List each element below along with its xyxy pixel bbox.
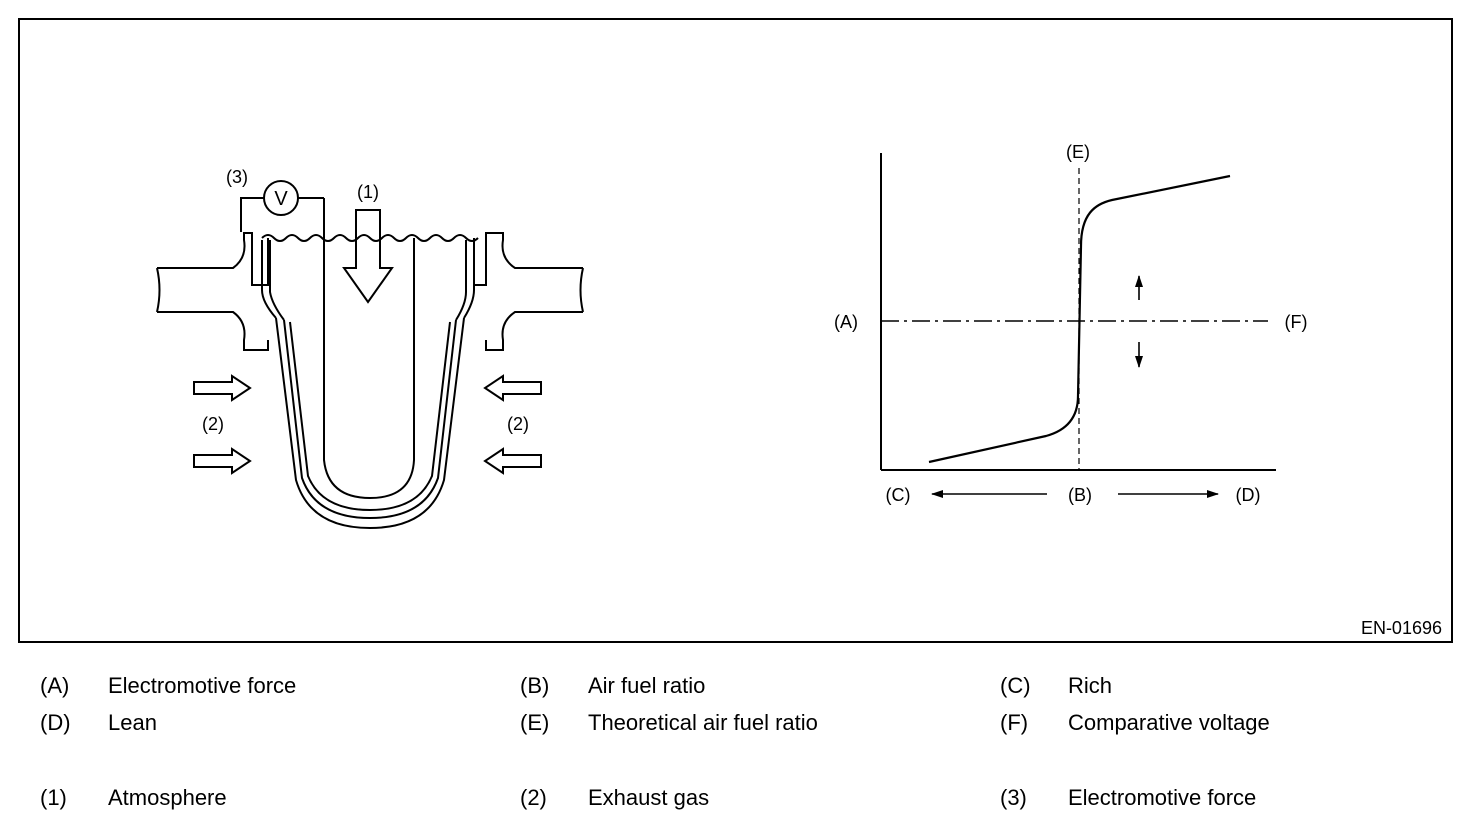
voltmeter-wire (240, 197, 324, 232)
label-2-right: (2) (507, 414, 529, 434)
label-1: (1) (357, 182, 379, 202)
legend-text: Electromotive force (108, 673, 297, 698)
characteristic-graph (880, 153, 1276, 498)
label-2-left: (2) (202, 414, 224, 434)
inner-electrode (323, 198, 415, 500)
label-C: (C) (886, 485, 911, 505)
exhaust-arrow-right-bottom (483, 447, 542, 475)
figure-frame (18, 18, 1453, 643)
legend-key: (3) (1000, 785, 1027, 810)
legend-text: Atmosphere (108, 785, 227, 810)
legend-text: Exhaust gas (588, 785, 710, 810)
figure-id-code: EN-01696 (1361, 618, 1442, 638)
legend-key: (F) (1000, 710, 1029, 735)
legend-key: (2) (520, 785, 547, 810)
label-3: (3) (226, 167, 248, 187)
sensor-flange (261, 240, 475, 319)
voltmeter-symbol: V (274, 188, 288, 210)
legend-key: (C) (1000, 673, 1031, 698)
voltmeter-circle (263, 180, 299, 216)
legend-text: Lean (108, 710, 157, 735)
legend-key: (E) (520, 710, 550, 735)
legend-text: Electromotive force (1068, 785, 1257, 810)
legend-text: Air fuel ratio (588, 673, 706, 698)
exhaust-arrow-left-bottom (193, 447, 252, 475)
atmosphere-arrow (342, 209, 394, 304)
output-curve (928, 174, 1231, 464)
legend-key: (B) (520, 673, 550, 698)
legend-text: Theoretical air fuel ratio (588, 710, 818, 735)
legend-key: (A) (40, 673, 70, 698)
legend-key: (D) (40, 710, 71, 735)
label-A: (A) (834, 312, 858, 332)
exhaust-arrow-left-top (193, 374, 252, 402)
legend-text: Rich (1068, 673, 1113, 698)
right-pipe-wall (473, 232, 583, 286)
label-D: (D) (1236, 485, 1261, 505)
sensor-element-outer (275, 317, 465, 530)
legend-key: (1) (40, 785, 67, 810)
wavy-cut-line (261, 234, 479, 242)
oxygen-sensor-figure: (3) V (1) (2) (2) (E) (A) (F) (C) (B) (D… (18, 18, 1453, 643)
label-E: (E) (1066, 142, 1090, 162)
label-B: (B) (1068, 485, 1092, 505)
exhaust-arrow-right-top (483, 374, 542, 402)
left-pipe-wall (157, 232, 269, 286)
legend-text: Comparative voltage (1068, 710, 1270, 735)
label-F: (F) (1285, 312, 1308, 332)
sensor-diagram (156, 180, 584, 530)
